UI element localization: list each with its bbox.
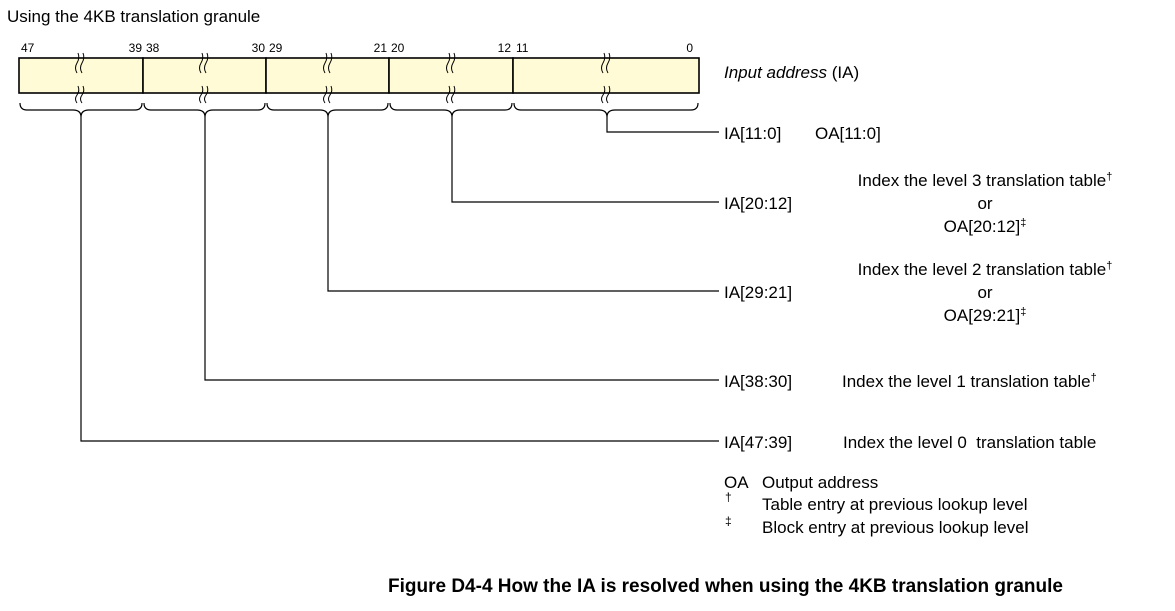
level1-desc-text: Index the level 1 translation table xyxy=(842,372,1091,391)
register-label-rest: (IA) xyxy=(827,63,860,82)
level3-or: or xyxy=(977,194,993,213)
connector-lines xyxy=(80,117,719,442)
brace-47-39 xyxy=(19,102,143,118)
field-20-12 xyxy=(388,57,514,94)
brace-29-21 xyxy=(266,102,389,118)
bit-30: 30 xyxy=(251,41,265,55)
ia-11-0-label: IA[11:0] xyxy=(724,124,782,143)
break-mark xyxy=(446,52,456,104)
connector-29-21 xyxy=(327,117,719,292)
dagger-mark: † xyxy=(1090,372,1097,384)
break-mark xyxy=(199,52,209,104)
legend-ddagger-key: ‡ xyxy=(725,514,732,528)
level3-desc: Index the level 3 translation table† xyxy=(830,171,1140,190)
legend-ddagger-text: Block entry at previous lookup level xyxy=(762,518,1029,537)
break-mark xyxy=(323,52,333,104)
bit-29: 29 xyxy=(269,41,283,55)
ia-29-21-label: IA[29:21] xyxy=(724,283,793,302)
connector-20-12 xyxy=(451,117,719,203)
level1-desc: Index the level 1 translation table† xyxy=(842,372,1097,391)
legend-oa-text: Output address xyxy=(762,473,879,492)
oa-11-0-label: OA[11:0] xyxy=(815,124,881,143)
bit-21: 21 xyxy=(373,41,387,55)
field-29-21 xyxy=(265,57,390,94)
legend-oa-key: OA xyxy=(724,473,749,492)
legend-dagger-text: Table entry at previous lookup level xyxy=(762,495,1028,514)
level0-desc: Index the level 0 translation table xyxy=(843,433,1097,452)
bit-39: 39 xyxy=(128,41,142,55)
level2-oa: OA[29:21]‡ xyxy=(830,306,1140,325)
level3-oa: OA[20:12]‡ xyxy=(830,217,1140,236)
register-label-italic: Input address xyxy=(724,63,828,82)
brace-38-30 xyxy=(143,102,266,118)
connector-11-0 xyxy=(606,117,719,133)
field-11-0 xyxy=(512,57,700,94)
bit-38: 38 xyxy=(146,41,160,55)
dagger-mark: † xyxy=(1106,171,1113,183)
connector-47-39 xyxy=(80,117,719,442)
field-38-30 xyxy=(142,57,267,94)
break-mark xyxy=(75,52,85,104)
legend-dagger-key: † xyxy=(725,490,732,504)
bit-12: 12 xyxy=(497,41,511,55)
bit-20: 20 xyxy=(391,41,405,55)
ia-20-12-label: IA[20:12] xyxy=(724,194,793,213)
double-dagger-mark: ‡ xyxy=(1020,217,1027,229)
double-dagger-mark: ‡ xyxy=(1020,306,1027,318)
brace-20-12 xyxy=(389,102,513,118)
break-mark xyxy=(601,52,611,104)
brace-11-0 xyxy=(513,102,699,118)
ia-38-30-label: IA[38:30] xyxy=(724,372,793,391)
input-address-register xyxy=(18,57,700,94)
level2-or: or xyxy=(977,283,993,302)
level3-desc-text: Index the level 3 translation table xyxy=(857,171,1107,190)
register-label: Input address (IA) xyxy=(724,64,859,81)
level2-desc: Index the level 2 translation table† xyxy=(830,260,1140,279)
level3-oa-text: OA[20:12] xyxy=(943,217,1021,236)
ia-47-39-label: IA[47:39] xyxy=(724,433,793,452)
bit-0: 0 xyxy=(686,41,693,55)
bit-11: 11 xyxy=(516,41,529,55)
connector-38-30 xyxy=(204,117,719,381)
dagger-mark: † xyxy=(1106,260,1113,272)
level2-oa-text: OA[29:21] xyxy=(943,306,1021,325)
break-marks xyxy=(75,52,611,104)
diagram-title: Using the 4KB translation granule xyxy=(7,7,261,26)
figure-caption: Figure D4-4 How the IA is resolved when … xyxy=(388,576,1063,597)
level2-desc-text: Index the level 2 translation table xyxy=(857,260,1107,279)
field-47-39 xyxy=(18,57,144,94)
bit-47: 47 xyxy=(21,41,35,55)
field-braces xyxy=(19,102,699,118)
